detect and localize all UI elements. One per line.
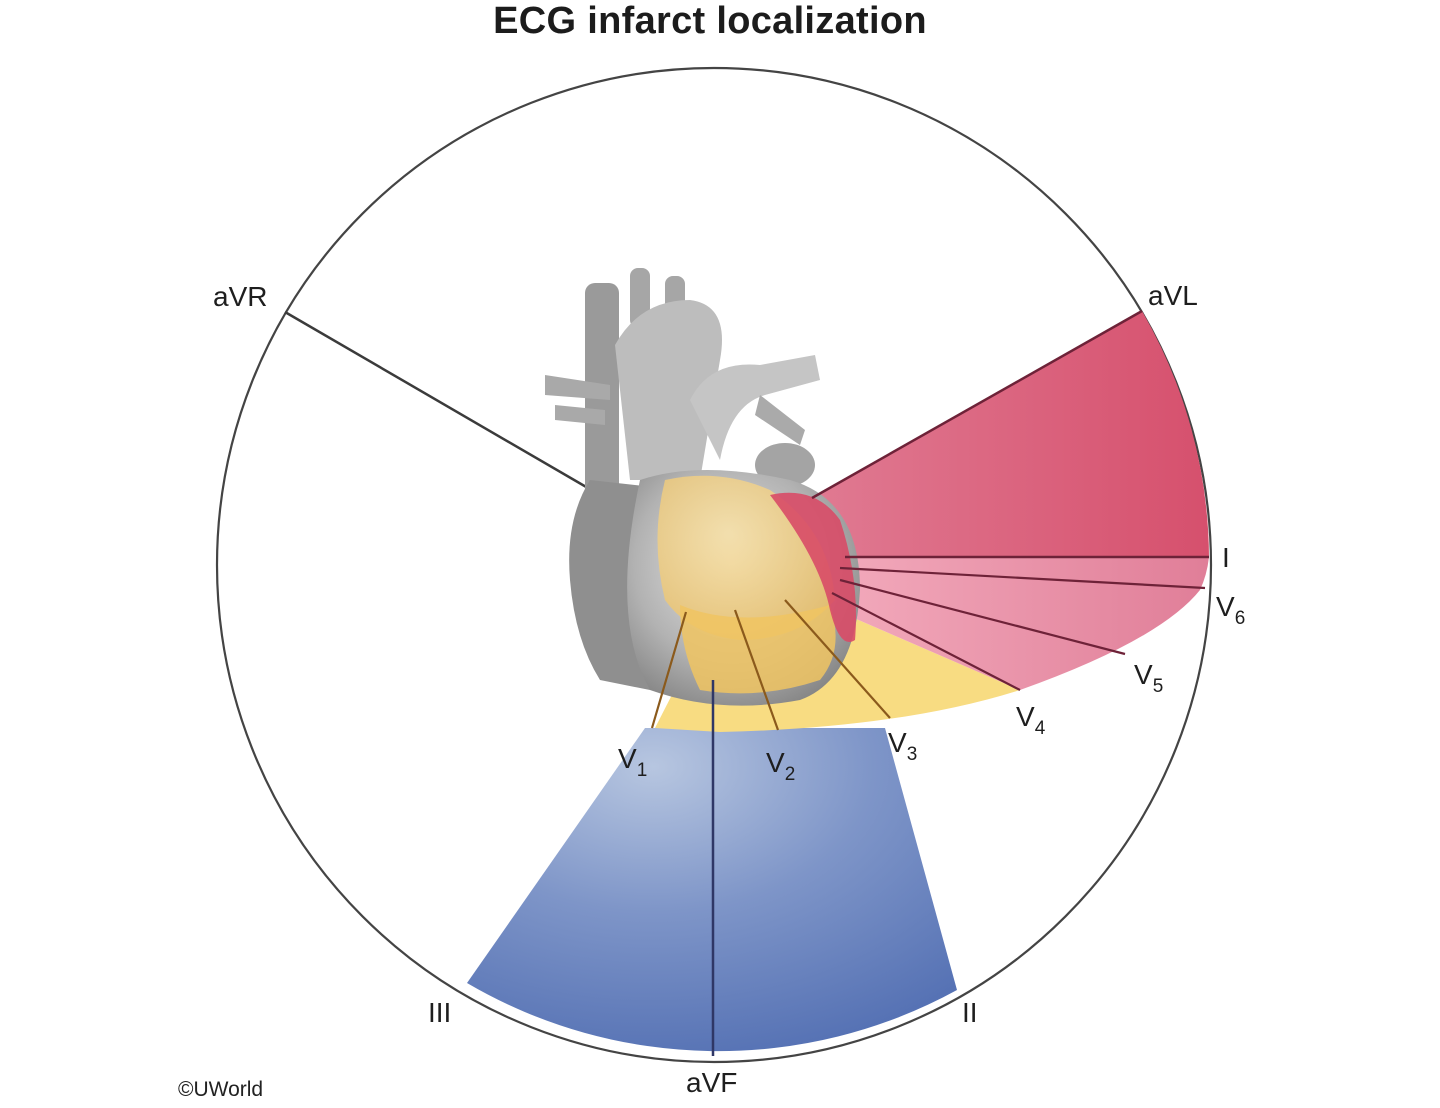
heart-illustration [545,268,860,706]
high-lateral-sector [812,311,1209,557]
lead-line-V5 [839,578,1126,656]
label-II: II [962,997,978,1028]
copyright-notice: ©UWorld [178,1078,264,1101]
label-V3: V3 [888,727,917,765]
lead-line-V2 [733,609,780,731]
label-V4: V4 [1016,701,1046,739]
lead-line-V6 [839,566,1206,590]
lead-line-V4 [831,592,1021,691]
label-III: III [428,997,451,1028]
lead-circle [215,66,1213,1064]
lead-line-aVL [811,309,1143,500]
low-lateral-sector [840,557,1209,690]
label-V2: V2 [766,747,795,785]
lead-line-V1 [650,611,688,729]
lead-line-V3 [784,599,891,719]
lead-line-aVR [284,310,601,497]
label-aVR: aVR [213,281,267,312]
label-V1: V1 [618,743,647,781]
label-V5: V5 [1134,659,1163,697]
label-I: I [1222,542,1230,573]
label-V6: V6 [1216,591,1245,629]
label-aVF: aVF [686,1067,737,1098]
label-aVL: aVL [1148,280,1198,311]
diagram-title: ECG infarct localization [493,0,927,42]
